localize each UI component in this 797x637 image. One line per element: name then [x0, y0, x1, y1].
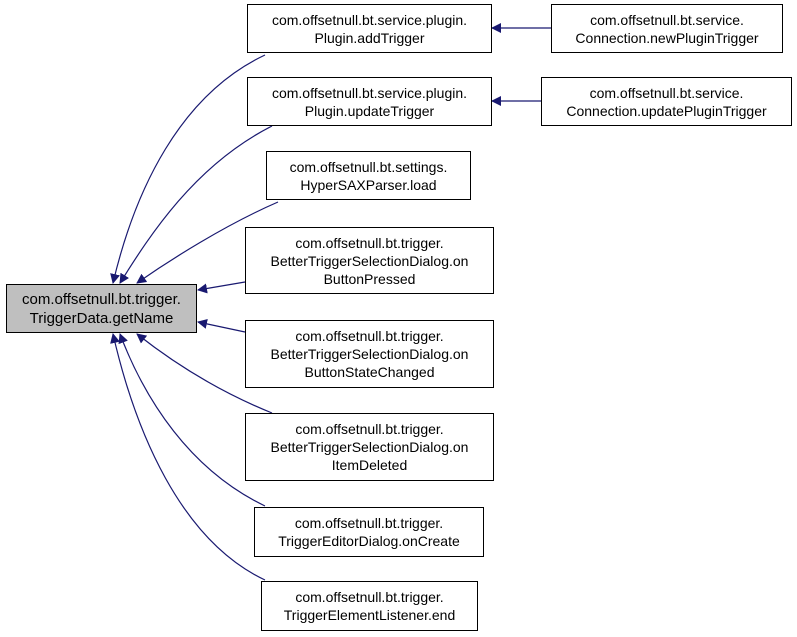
- node-buttonpressed[interactable]: com.offsetnull.bt.trigger. BetterTrigger…: [245, 227, 494, 294]
- node-line: Connection.updatePluginTrigger: [566, 102, 767, 119]
- node-line: BetterTriggerSelectionDialog.on: [270, 439, 469, 455]
- node-line: com.offsetnull.bt.trigger.: [295, 328, 444, 344]
- node-line: com.offsetnull.bt.trigger.: [295, 421, 444, 437]
- node-triggerelementlistener-end[interactable]: com.offsetnull.bt.trigger. TriggerElemen…: [261, 581, 478, 631]
- node-line: com.offsetnull.bt.service.plugin.: [271, 84, 468, 101]
- node-line: Connection.newPluginTrigger: [575, 29, 759, 46]
- edge-buttonpressed-to-root: [197, 281, 246, 294]
- node-line: com.offsetnull.bt.trigger.: [295, 589, 444, 605]
- node-connection-updateplugintrigger[interactable]: com.offsetnull.bt.service. Connection.up…: [541, 77, 792, 126]
- node-itemdeleted[interactable]: com.offsetnull.bt.trigger. BetterTrigger…: [245, 413, 494, 481]
- node-line: com.offsetnull.bt.service.: [590, 11, 744, 28]
- node-plugin-updatetrigger[interactable]: com.offsetnull.bt.service.plugin. Plugin…: [247, 77, 492, 126]
- edge-buttonstate-to-root: [197, 318, 246, 333]
- node-line: ButtonStateChanged: [304, 364, 435, 380]
- node-line: BetterTriggerSelectionDialog.on: [270, 346, 469, 362]
- root-line-1: com.offsetnull.bt.trigger.: [22, 290, 181, 308]
- edge-updatetrigger-to-root: [119, 125, 273, 284]
- node-line: ItemDeleted: [331, 457, 408, 473]
- node-line: Plugin.addTrigger: [314, 29, 425, 46]
- node-line: com.offsetnull.bt.settings.: [289, 158, 448, 175]
- node-line: com.offsetnull.bt.trigger.: [295, 234, 444, 251]
- edge-oncreate-to-root: [118, 333, 266, 507]
- node-line: HyperSAXParser.load: [300, 176, 437, 193]
- edge-addtrigger-to-root: [110, 54, 266, 284]
- node-line: BetterTriggerSelectionDialog.on: [270, 252, 469, 269]
- node-connection-newplugintrigger[interactable]: com.offsetnull.bt.service. Connection.ne…: [551, 4, 783, 53]
- node-line: TriggerElementListener.end: [283, 607, 456, 623]
- node-line: com.offsetnull.bt.trigger.: [294, 515, 444, 531]
- edge-itemdeleted-to-root: [136, 333, 273, 414]
- node-hypersaxparser-load[interactable]: com.offsetnull.bt.settings. HyperSAXPars…: [266, 151, 471, 200]
- edge-hypersax-to-root: [136, 201, 279, 284]
- root-node-triggerdata-getname: com.offsetnull.bt.trigger. TriggerData.g…: [6, 284, 197, 333]
- node-buttonstatechanged[interactable]: com.offsetnull.bt.trigger. BetterTrigger…: [245, 320, 494, 388]
- node-line: com.offsetnull.bt.service.: [589, 84, 744, 101]
- node-plugin-addtrigger[interactable]: com.offsetnull.bt.service.plugin. Plugin…: [247, 4, 492, 53]
- node-triggereditordialog-oncreate[interactable]: com.offsetnull.bt.trigger. TriggerEditor…: [254, 507, 484, 557]
- node-line: com.offsetnull.bt.service.plugin.: [271, 11, 468, 28]
- node-line: Plugin.updateTrigger: [304, 102, 435, 119]
- edge-elementlistener-to-root: [110, 333, 266, 581]
- root-line-2: TriggerData.getName: [29, 309, 174, 327]
- node-line: ButtonPressed: [323, 270, 416, 287]
- node-line: TriggerEditorDialog.onCreate: [278, 533, 460, 549]
